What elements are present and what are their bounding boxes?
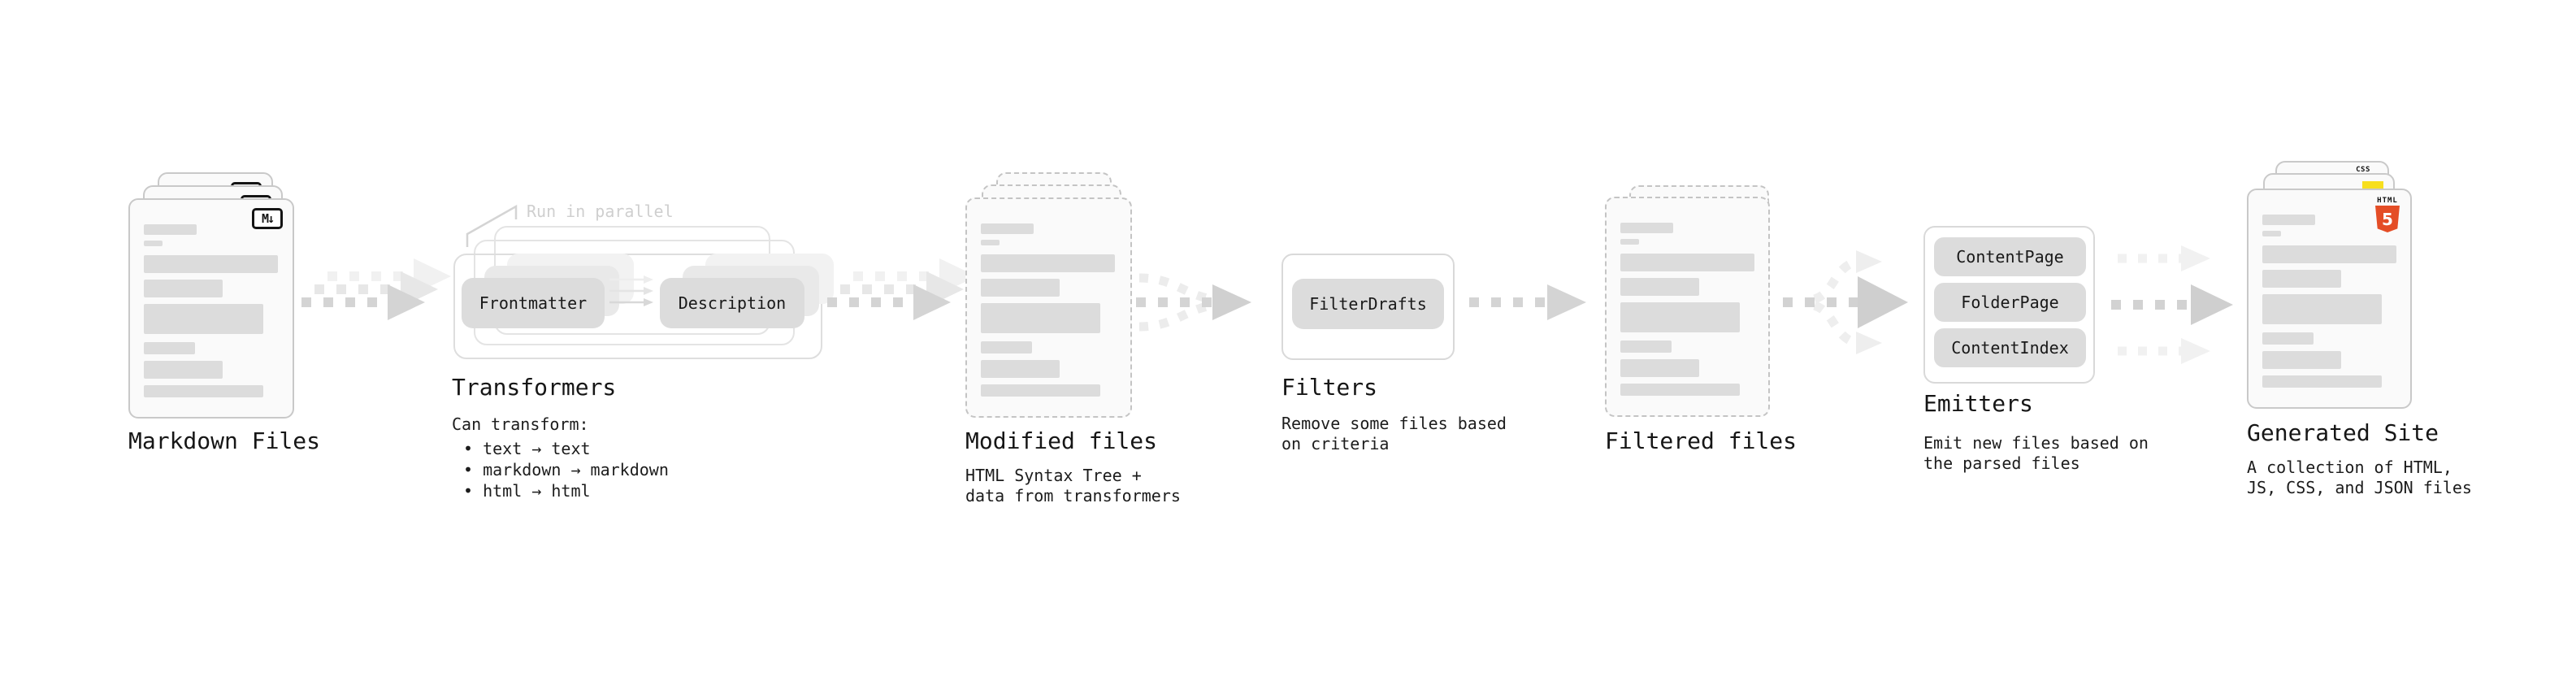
flow-arrow-transformers-to-modified [827, 258, 977, 320]
filterdrafts-button: FilterDrafts [1292, 279, 1444, 329]
flow-arrow-emitters-middle [2111, 284, 2233, 325]
flow-arrow-emitters-bottom [2118, 338, 2210, 364]
skeleton-bar [2262, 215, 2315, 225]
skeleton-bar [1620, 254, 1754, 271]
flow-arrow-filtered-to-emitters [1783, 250, 1908, 354]
run-in-parallel-annotation: Run in parallel [527, 202, 674, 221]
filtered-file-card [1605, 197, 1770, 417]
skeleton-bar [981, 341, 1032, 354]
description-button: Description [660, 278, 804, 328]
skeleton-bar [981, 360, 1060, 378]
filters-desc-line: on criteria [1281, 434, 1390, 453]
transformers-box [453, 254, 822, 359]
generated-file-card-html: HTML 5 [2247, 189, 2412, 409]
skeleton-bar [1620, 340, 1672, 353]
skeleton-bar [144, 385, 263, 397]
transformers-desc-intro: Can transform: [452, 414, 589, 434]
folderpage-button: FolderPage [1934, 283, 2086, 322]
modified-files-desc-line: data from transformers [965, 486, 1181, 505]
flow-arrow-emitters-top [2118, 245, 2210, 271]
skeleton-bar [1620, 278, 1699, 296]
filtered-files-label: Filtered files [1605, 427, 1798, 454]
transformers-title: Transformers [452, 374, 617, 401]
skeleton-bar [981, 384, 1100, 397]
skeleton-bar [2262, 351, 2341, 369]
skeleton-bar [1620, 239, 1639, 245]
markdown-files-label: Markdown Files [128, 427, 321, 454]
frontmatter-button: Frontmatter [462, 278, 605, 328]
modified-file-card [965, 197, 1132, 418]
transformers-bullet: • markdown → markdown [463, 460, 669, 479]
skeleton-bar [144, 342, 195, 354]
markdown-icon: M↓ [252, 208, 283, 229]
generated-site-desc-line: A collection of HTML, [2247, 458, 2452, 477]
skeleton-bar [144, 224, 197, 235]
modified-files-label: Modified files [965, 427, 1158, 454]
skeleton-bar [2262, 245, 2396, 263]
skeleton-bar [2262, 332, 2314, 345]
skeleton-bar [144, 361, 223, 379]
transformers-bullet: • text → text [463, 439, 591, 458]
markdown-file-card: M↓ [128, 198, 294, 419]
skeleton-bar [144, 280, 223, 297]
generated-site-label: Generated Site [2247, 419, 2439, 446]
css-badge-label: CSS [2356, 166, 2370, 174]
skeleton-bar [981, 279, 1060, 297]
skeleton-bar [2262, 294, 2382, 324]
skeleton-bar [1620, 223, 1673, 233]
skeleton-bar [981, 303, 1100, 333]
parallel-arrows-icon [609, 275, 653, 306]
flow-arrow-modified-to-filters [1136, 273, 1251, 332]
emitters-desc-line: Emit new files based on [1923, 433, 2149, 453]
skeleton-bar [981, 223, 1034, 234]
skeleton-bar [1620, 384, 1740, 396]
skeleton-bar [144, 304, 263, 334]
skeleton-bar [981, 254, 1115, 272]
transformers-bullet: • html → html [463, 481, 591, 501]
html5-shield: 5 [2375, 206, 2400, 232]
skeleton-bar [144, 241, 163, 246]
skeleton-bar [2262, 231, 2281, 236]
skeleton-bar [144, 255, 278, 273]
skeleton-bar [2262, 375, 2382, 388]
run-in-parallel-leader-line [466, 204, 518, 247]
flow-arrow-markdown-to-transformers [301, 258, 451, 320]
skeleton-bar [2262, 270, 2341, 288]
flow-arrow-filters-to-filtered [1469, 284, 1586, 320]
skeleton-bar [981, 240, 1000, 245]
contentpage-button: ContentPage [1934, 237, 2086, 276]
html5-icon-label: HTML [2377, 197, 2398, 205]
skeleton-bar [1620, 359, 1699, 377]
generated-site-desc-line: JS, CSS, and JSON files [2247, 478, 2472, 497]
emitters-desc-line: the parsed files [1923, 453, 2080, 473]
filters-title: Filters [1281, 374, 1378, 401]
modified-files-desc-line: HTML Syntax Tree + [965, 466, 1142, 485]
html5-icon: HTML 5 [2373, 197, 2402, 232]
contentindex-button: ContentIndex [1934, 328, 2086, 367]
emitters-title: Emitters [1923, 390, 2033, 417]
skeleton-bar [1620, 302, 1740, 332]
filters-desc-line: Remove some files based [1281, 414, 1507, 433]
